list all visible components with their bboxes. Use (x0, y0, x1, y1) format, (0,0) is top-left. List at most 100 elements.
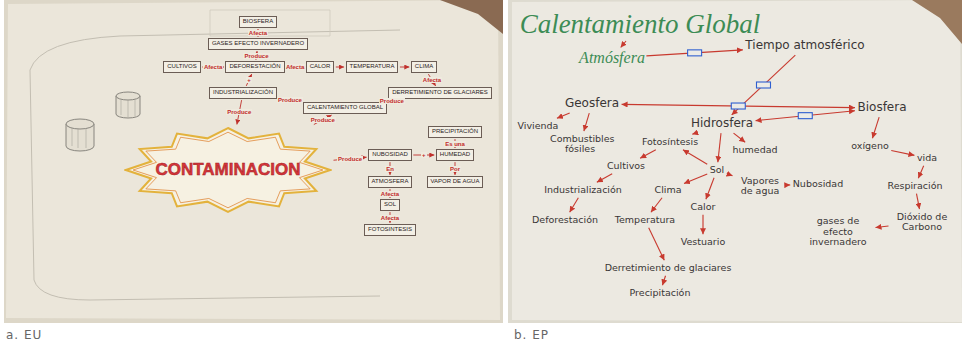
link-label: Por (449, 166, 461, 172)
arrow-connector (646, 50, 742, 56)
node-text: Respiración (887, 181, 942, 191)
photo-right (508, 0, 962, 323)
link-label: Afecta (380, 191, 400, 197)
photo-left (4, 0, 503, 323)
concept-word: Fotosíntesis (641, 136, 699, 148)
concept-word: Temperatura (614, 214, 676, 226)
concept-word: Industrialización (543, 184, 623, 196)
node-text: Combustibles fósiles (550, 134, 610, 155)
link-label: + (421, 152, 427, 158)
arrow-connector (684, 174, 707, 183)
arrow-connector (651, 198, 662, 213)
concept-box: BIOSFERA (239, 16, 277, 27)
arrow-connector (918, 166, 923, 179)
concept-word: Biosfera (856, 100, 907, 115)
arrow-connector (557, 113, 570, 118)
link-label: Produce (310, 117, 336, 123)
concept-word: Atmósfera (579, 49, 645, 67)
arrow-connector (702, 215, 703, 235)
link-label: Produce (226, 109, 252, 115)
arrow-connector (872, 117, 879, 138)
concept-word: Nubosidad (792, 178, 844, 190)
arrow-connector (718, 133, 721, 162)
concept-word: Hidrosfera (690, 116, 754, 131)
node-text: vida (917, 153, 937, 163)
node-text: Calentamiento Global (520, 9, 761, 40)
concept-word: humedad (731, 144, 778, 156)
arrow-connector (246, 74, 251, 86)
node-text: DERRETIMIENTO DE GLACIARES (392, 89, 488, 96)
node-text: Cultivos (607, 161, 645, 171)
concept-word: Vapores de agua (734, 175, 786, 198)
arrow-connector (649, 228, 665, 261)
arrow-connector (917, 194, 920, 209)
node-text: DEFORESTACIÓN (229, 63, 280, 70)
concept-word: Sol (709, 164, 725, 176)
concept-word: Combustibles fósiles (549, 133, 611, 156)
concept-box: CLIMA (411, 61, 437, 72)
map-title: Calentamiento Global (520, 9, 761, 40)
concept-box: PRECIPITACIÓN (428, 126, 482, 137)
arrow-connector (891, 150, 914, 155)
pencil-sketch (30, 30, 400, 300)
concept-box: CALOR (306, 61, 335, 72)
concept-word: Precipitación (629, 287, 692, 299)
concept-box: DEFORESTACIÓN (225, 61, 284, 72)
arrow-connector (788, 184, 791, 185)
link-label: Afecta (380, 215, 400, 221)
link-label: Afecta (248, 30, 268, 36)
concept-word: Dióxido de Carbono (890, 211, 954, 234)
concept-box: INDUSTRIALIZACIÓN (209, 87, 277, 98)
pencil-sketch (210, 10, 330, 36)
node-text: Vapores de agua (735, 176, 785, 197)
node-text: humedad (732, 145, 777, 155)
concept-word: vida (916, 152, 938, 164)
paper-sheet (6, 0, 500, 320)
connector-tag (731, 103, 745, 109)
node-text: Clima (655, 185, 682, 195)
node-text: Industrialización (544, 185, 622, 195)
node-text: gases de efecto invernadero (803, 216, 873, 247)
arrow-connector (683, 150, 707, 164)
node-text: Deforestación (532, 215, 598, 225)
link-label: En (385, 166, 395, 172)
concept-box: NUBOSIDAD (368, 149, 412, 160)
desk-object (912, 0, 962, 44)
link-label: Afecta (285, 64, 305, 70)
arrow-connector (706, 178, 714, 200)
node-text: CLIMA (415, 63, 433, 70)
node-text: Calor (691, 202, 716, 212)
connector-tag (756, 82, 770, 88)
node-text: Vivienda (518, 121, 559, 131)
arrow-connector (400, 67, 409, 68)
node-text: Temperatura (615, 215, 675, 225)
connector-tag (688, 50, 702, 56)
arrow-connector (336, 67, 344, 68)
node-text: ATMOSFERA (372, 178, 409, 185)
concept-box: SOL (380, 199, 400, 210)
concept-word: Calor (690, 201, 717, 213)
connector-tag (798, 113, 812, 119)
node-text: oxígeno (851, 141, 889, 151)
concept-word: gases de efecto invernadero (802, 215, 874, 248)
star-node: CONTAMINACION (124, 126, 332, 214)
link-label: Es una (444, 141, 466, 147)
arrow-connector (692, 133, 695, 134)
arrow-connector (584, 113, 589, 131)
tree-stump-sketch (66, 92, 140, 151)
link-label: Produce (277, 97, 303, 103)
arrow-connector (640, 150, 656, 159)
node-text: NUBOSIDAD (372, 151, 408, 158)
node-text: CULTIVOS (167, 63, 197, 70)
node-text: TEMPERATURA (350, 63, 395, 70)
concept-box: CULTIVOS (163, 61, 201, 72)
panel-caption: a. EU (6, 328, 42, 342)
node-text: Hidrosfera (691, 117, 753, 130)
node-text: Dióxido de Carbono (891, 212, 953, 233)
desk-object (440, 0, 503, 34)
concept-word: oxígeno (850, 140, 890, 152)
concept-box: VAPOR DE AGUA (427, 176, 484, 187)
node-text: Geosfera (565, 97, 619, 110)
arrow-connector (727, 174, 733, 176)
